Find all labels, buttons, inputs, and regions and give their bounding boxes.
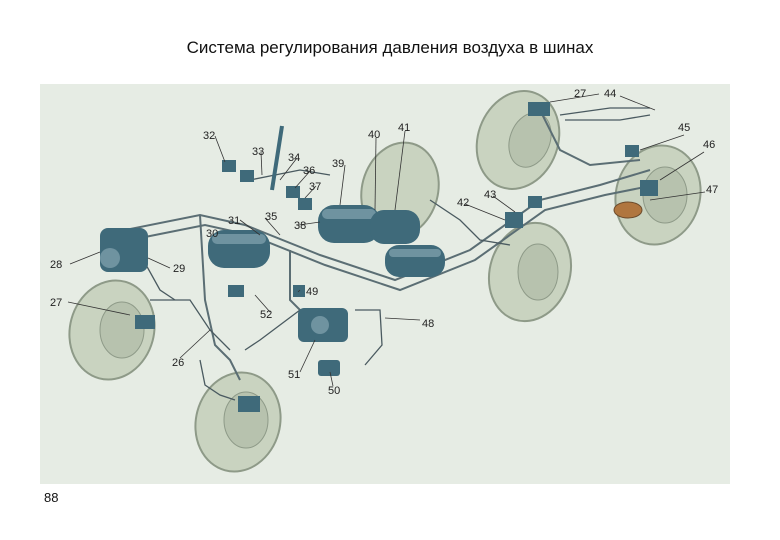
callout-36: 36 <box>303 165 315 177</box>
lever-33 <box>270 125 284 191</box>
leader-lines <box>67 93 706 387</box>
wheel-valve-rear-left <box>135 315 155 329</box>
callout-44: 44 <box>604 88 616 100</box>
callout-30: 30 <box>206 228 218 240</box>
callout-47: 47 <box>706 184 718 196</box>
callout-27-top: 27 <box>574 88 586 100</box>
callout-42: 42 <box>457 197 469 209</box>
callout-49: 49 <box>306 286 318 298</box>
wheel-valve-front-right <box>613 180 658 219</box>
tap-32 <box>222 160 254 182</box>
receiver-30 <box>208 230 270 268</box>
compressor-28 <box>100 228 148 272</box>
wheel-valve-rear-right <box>528 102 550 116</box>
wheel-rear-left <box>68 279 156 381</box>
callout-34: 34 <box>288 152 300 164</box>
receiver-40 <box>370 210 420 244</box>
receiver-39 <box>318 205 380 243</box>
callout-26: 26 <box>172 357 184 369</box>
wheel-valve-43 <box>505 196 542 228</box>
page-title: Система регулирования давления воздуха в… <box>186 38 594 57</box>
callout-31: 31 <box>228 215 240 227</box>
callout-45: 45 <box>678 122 690 134</box>
callout-38: 38 <box>294 220 306 232</box>
valve-49-52 <box>228 285 305 297</box>
unit-36-37 <box>286 186 312 210</box>
callout-39: 39 <box>332 158 344 170</box>
callout-37: 37 <box>309 181 321 193</box>
callout-48: 48 <box>422 318 434 330</box>
callout-33: 33 <box>252 146 264 158</box>
callout-32: 32 <box>203 130 215 142</box>
callout-41: 41 <box>398 122 410 134</box>
callout-28: 28 <box>50 259 62 271</box>
callout-46: 46 <box>703 139 715 151</box>
valve-block-51 <box>298 308 348 342</box>
wheel-valve-45 <box>625 145 639 157</box>
valve-50 <box>318 360 340 376</box>
tire-pressure-system-diagram: 27 44 45 46 47 43 42 48 32 33 34 36 37 3… <box>40 84 730 484</box>
receiver-42 <box>385 245 445 277</box>
callout-52: 52 <box>260 309 272 321</box>
callout-50: 50 <box>328 385 340 397</box>
wheel-valve-front-left <box>238 396 260 412</box>
callout-29: 29 <box>173 263 185 275</box>
page-number: 88 <box>44 490 59 505</box>
callout-43: 43 <box>484 189 496 201</box>
callout-35: 35 <box>265 211 277 223</box>
callout-51: 51 <box>288 369 300 381</box>
wheel-middle-right <box>487 221 573 323</box>
callout-27-left: 27 <box>50 297 62 309</box>
callout-40: 40 <box>368 129 380 141</box>
air-pipes <box>124 107 656 401</box>
